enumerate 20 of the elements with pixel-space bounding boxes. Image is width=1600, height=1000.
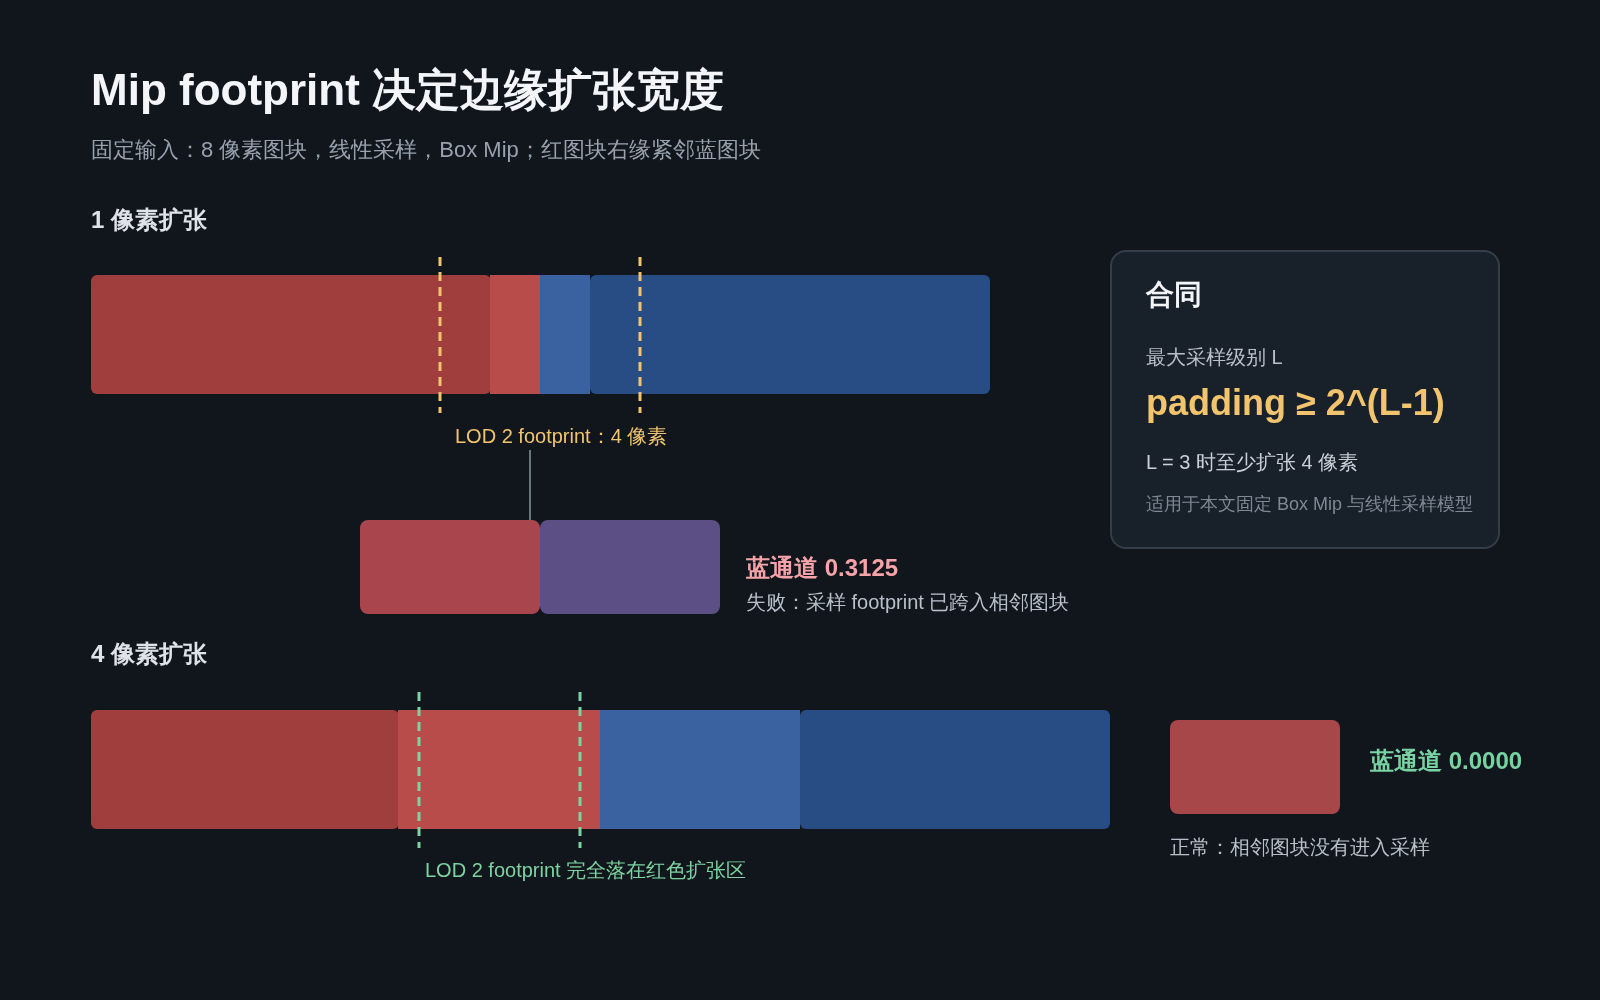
result-note: 失败：采样 footprint 已跨入相邻图块	[746, 590, 1070, 614]
result-note: 正常：相邻图块没有进入采样	[1170, 835, 1430, 859]
result-value: 蓝通道 0.0000	[1370, 747, 1523, 776]
leader-line	[529, 449, 531, 521]
result-value: 蓝通道 0.3125	[746, 554, 899, 583]
page-title: Mip footprint 决定边缘扩张宽度	[91, 64, 724, 116]
section-heading: 4 像素扩张	[91, 640, 207, 669]
formula-text: padding ≥ 2^(L-1)	[1146, 381, 1445, 425]
sample-result-block	[1170, 720, 1340, 814]
footprint-caption: LOD 2 footprint 完全落在红色扩张区	[425, 858, 747, 882]
card-text: 最大采样级别 L	[1146, 345, 1283, 369]
card-note: 适用于本文固定 Box Mip 与线性采样模型	[1146, 494, 1474, 516]
info-card	[1110, 250, 1500, 549]
card-text: L = 3 时至少扩张 4 像素	[1146, 450, 1359, 474]
sample-result-block	[540, 520, 720, 614]
footprint-label: LOD 2 footprint：4 像素	[455, 424, 668, 448]
subtitle: 固定输入：8 像素图块，线性采样，Box Mip；红图块右缘紧邻蓝图块	[91, 137, 761, 164]
card-heading: 合同	[1146, 278, 1202, 312]
section-heading: 1 像素扩张	[91, 206, 207, 235]
sample-result-block	[360, 520, 540, 614]
